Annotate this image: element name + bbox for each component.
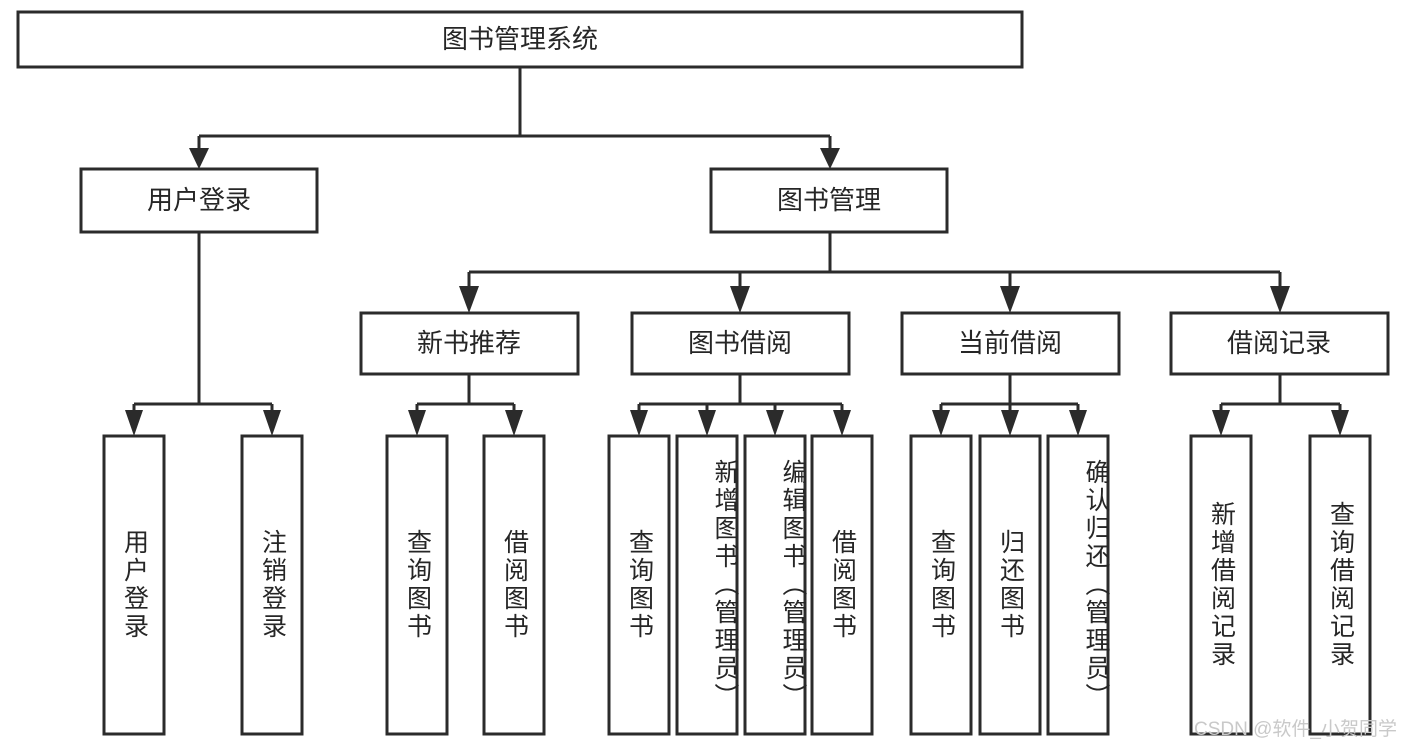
arrow-leaf-add-book bbox=[698, 410, 716, 436]
label-new-book-recommend: 新书推荐 bbox=[417, 328, 521, 358]
node-leaf-edit-book[interactable] bbox=[743, 434, 807, 736]
arrow-leaf-add-record bbox=[1212, 410, 1230, 436]
node-leaf-query-record[interactable] bbox=[1308, 434, 1372, 736]
node-current-borrow[interactable] bbox=[900, 311, 1121, 376]
node-leaf-query-book-3[interactable] bbox=[909, 434, 973, 736]
arrow-leaf-logout bbox=[263, 410, 281, 436]
arrow-to-bookmgmt bbox=[820, 148, 840, 169]
arrow-to-borrow bbox=[730, 286, 750, 313]
node-leaf-return-book[interactable] bbox=[978, 434, 1042, 736]
arrow-leaf-confirm-return bbox=[1069, 410, 1087, 436]
arrow-to-userlogin bbox=[189, 148, 209, 169]
node-leaf-add-record[interactable] bbox=[1189, 434, 1253, 736]
node-user-login[interactable] bbox=[79, 167, 319, 234]
arrow-leaf-query-book-1 bbox=[408, 410, 426, 436]
node-book-management[interactable] bbox=[709, 167, 949, 234]
arrow-to-newbook bbox=[459, 286, 479, 313]
label-book-borrow: 图书借阅 bbox=[688, 328, 792, 358]
node-book-borrow[interactable] bbox=[630, 311, 851, 376]
node-leaf-borrow-book-1[interactable] bbox=[482, 434, 546, 736]
node-leaf-query-book-1[interactable] bbox=[385, 434, 449, 736]
node-leaf-confirm-return[interactable] bbox=[1046, 434, 1110, 736]
node-root[interactable] bbox=[16, 10, 1024, 69]
watermark-text: CSDN @软件_小贺同学 bbox=[1194, 719, 1397, 740]
arrow-leaf-return-book bbox=[1001, 410, 1019, 436]
arrow-leaf-borrow-book-1 bbox=[505, 410, 523, 436]
arrow-leaf-query-book-2 bbox=[630, 410, 648, 436]
connector-layer bbox=[125, 67, 1349, 436]
label-layer: 图书管理系统 用户登录 图书管理 新书推荐 图书借阅 当前借阅 借阅记录 bbox=[147, 24, 1331, 358]
node-new-book-recommend[interactable] bbox=[359, 311, 580, 376]
arrow-leaf-user-login bbox=[125, 410, 143, 436]
arrow-leaf-query-record bbox=[1331, 410, 1349, 436]
node-leaf-borrow-book-2[interactable] bbox=[810, 434, 874, 736]
arrow-to-current bbox=[1000, 286, 1020, 313]
node-leaf-add-book[interactable] bbox=[675, 434, 739, 736]
node-leaf-query-book-2[interactable] bbox=[607, 434, 671, 736]
node-layer bbox=[16, 10, 1390, 736]
arrow-to-record bbox=[1270, 286, 1290, 313]
arrow-leaf-query-book-3 bbox=[932, 410, 950, 436]
label-book-management: 图书管理 bbox=[777, 185, 881, 215]
label-root: 图书管理系统 bbox=[442, 24, 598, 54]
arrow-leaf-edit-book bbox=[766, 410, 784, 436]
arrow-leaf-borrow-book-2 bbox=[833, 410, 851, 436]
label-borrow-record: 借阅记录 bbox=[1227, 328, 1331, 358]
node-leaf-logout[interactable] bbox=[240, 434, 304, 736]
node-borrow-record[interactable] bbox=[1169, 311, 1390, 376]
label-user-login: 用户登录 bbox=[147, 185, 251, 215]
node-leaf-user-login[interactable] bbox=[102, 434, 166, 736]
label-current-borrow: 当前借阅 bbox=[958, 328, 1062, 358]
